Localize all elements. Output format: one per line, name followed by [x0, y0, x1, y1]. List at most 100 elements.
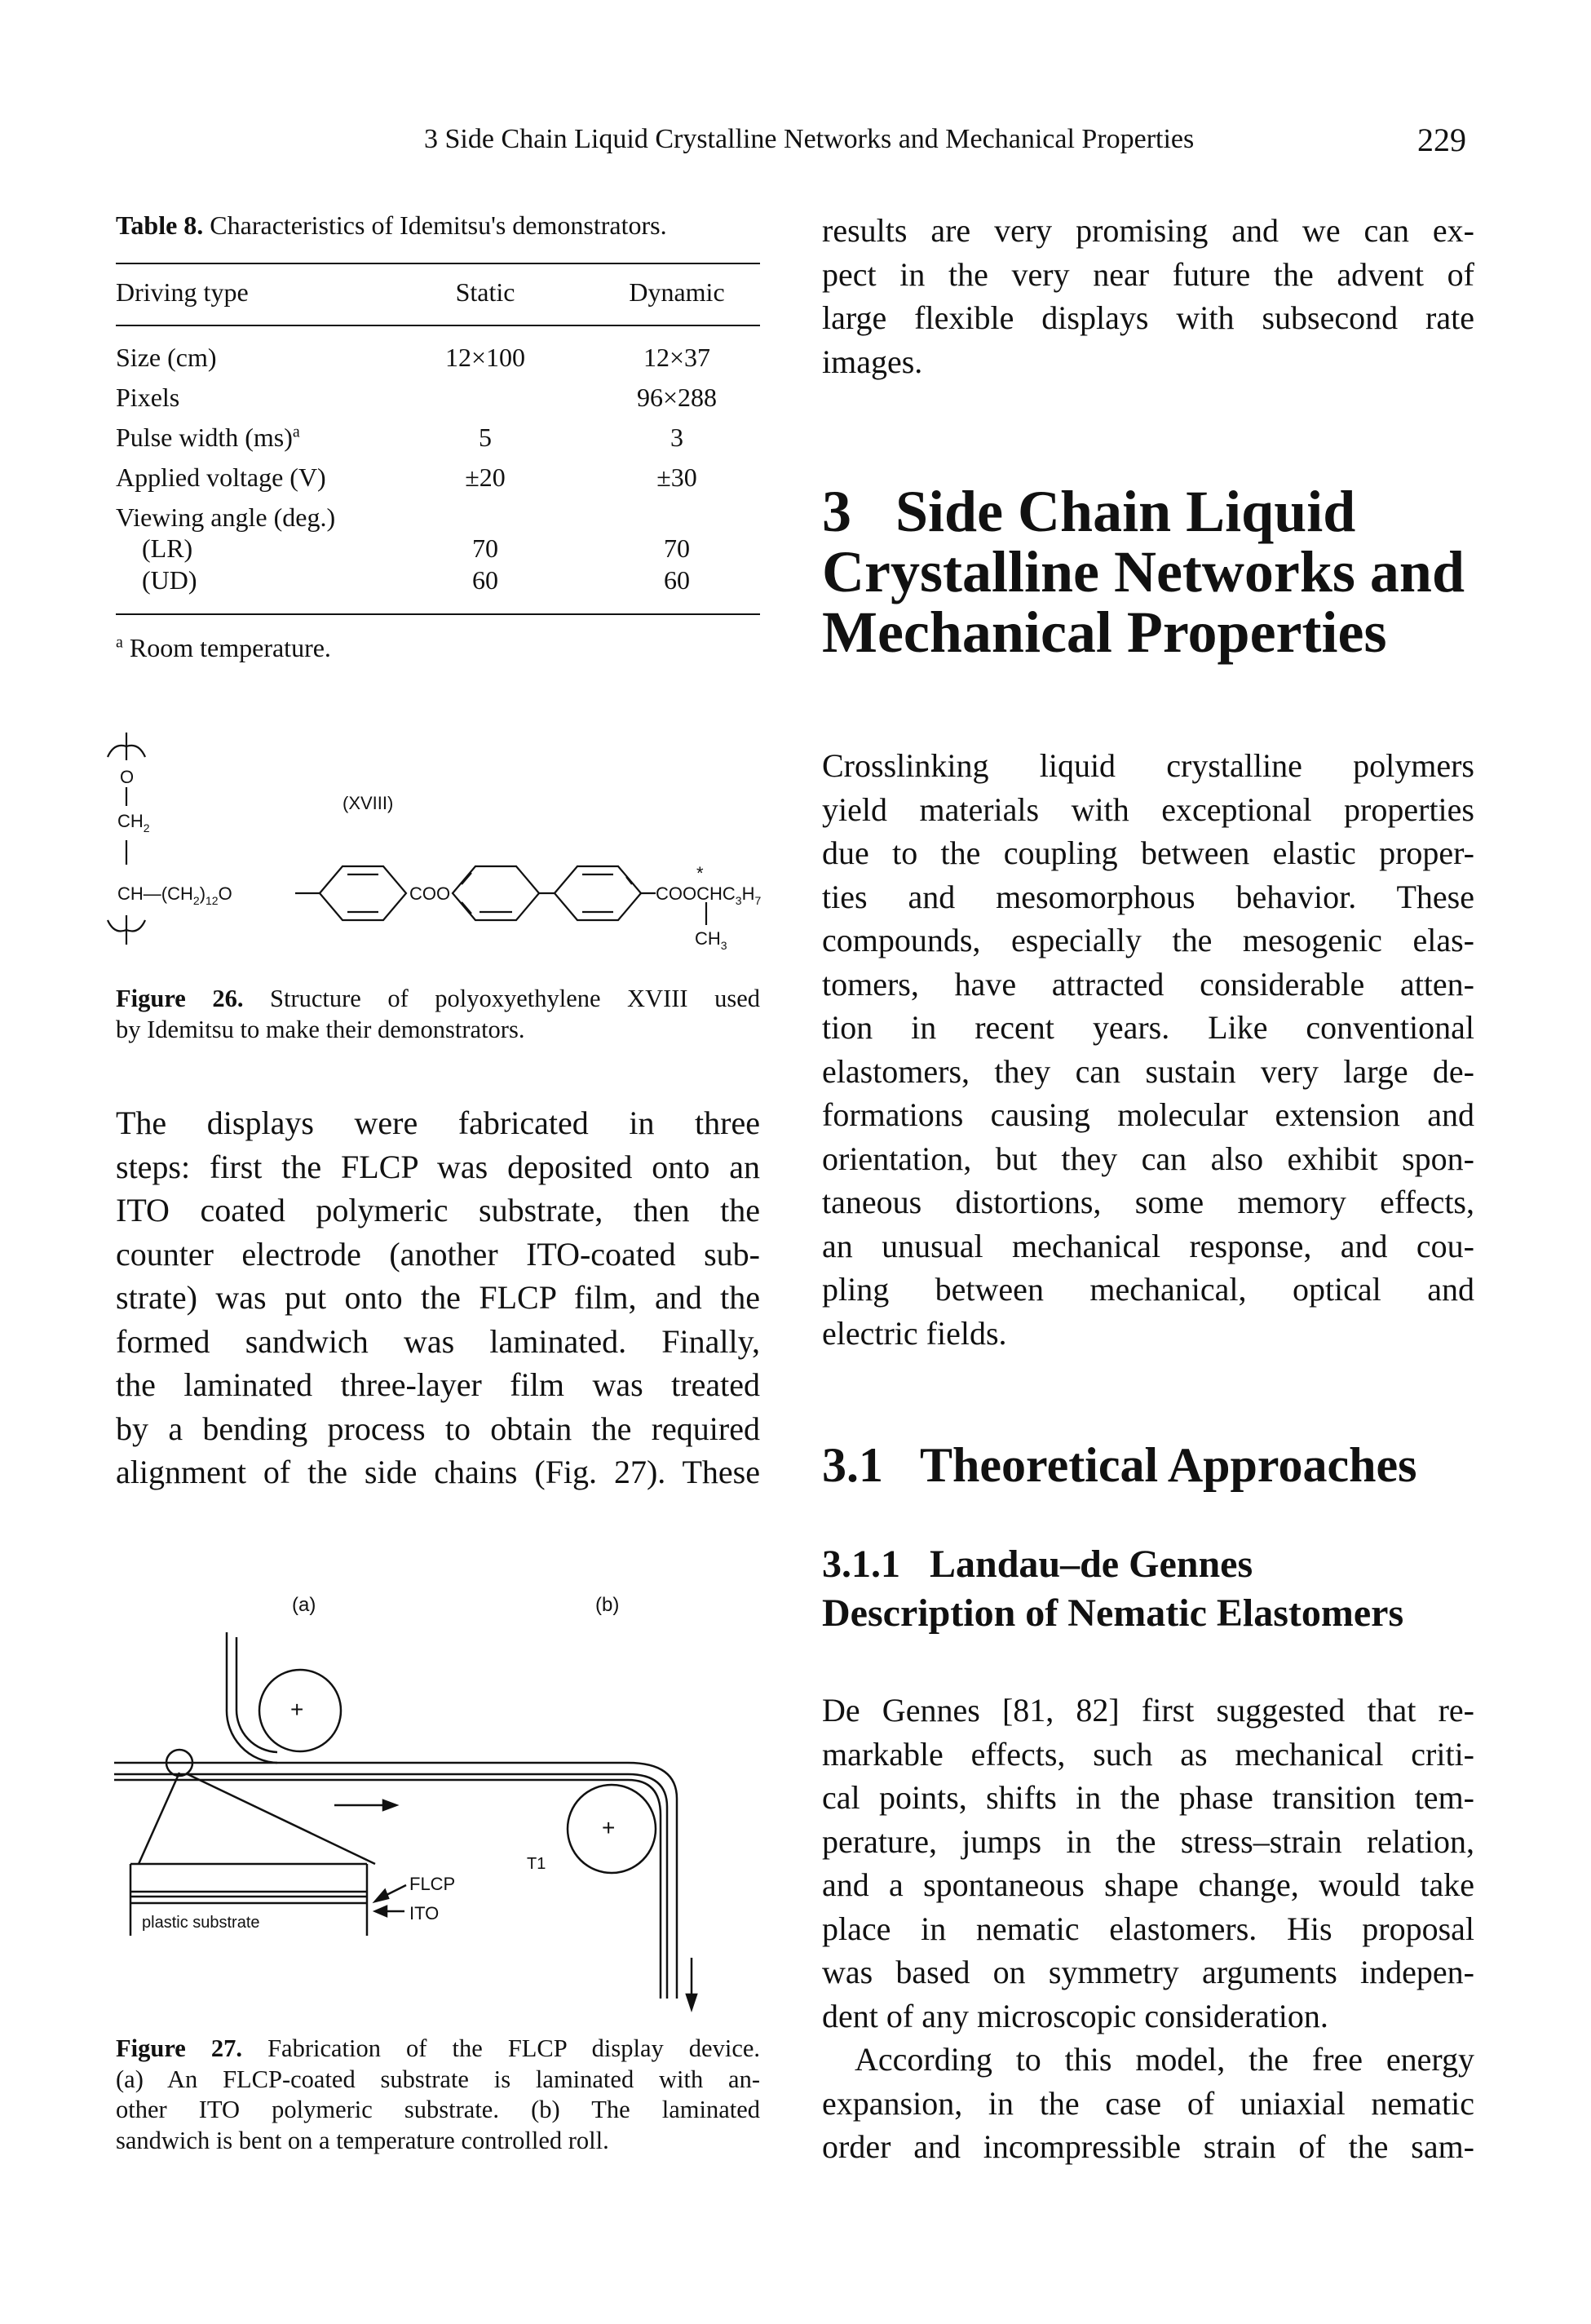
text-line: expansion, in the case of uniaxial nemat… — [822, 2084, 1474, 2122]
section-3-heading-line: Mechanical Properties — [822, 600, 1387, 665]
table-top-rule — [116, 263, 760, 264]
fig27-label-a: (a) — [292, 1594, 316, 1616]
table-cell: Pulse width (ms) — [116, 423, 293, 452]
fig26-chain-subscript: 2 — [193, 894, 200, 907]
table-caption-text: Characteristics of Idemitsu's demonstrat… — [210, 210, 667, 240]
fig27-substrate-label: plastic substrate — [142, 1914, 260, 1932]
text-line: by a bending process to obtain the requi… — [116, 1410, 760, 1447]
text-line: electric fields. — [822, 1314, 1007, 1352]
fig27-plus-a: + — [290, 1697, 303, 1722]
table-cell: Pixels — [116, 383, 180, 412]
section-title: Side Chain Liquid — [895, 479, 1356, 544]
text-line: strate) was put onto the FLCP film, and … — [116, 1279, 760, 1316]
fig26-o-label: O — [120, 767, 134, 787]
fig26-ester-h: H — [742, 883, 755, 904]
text-line: pling between mechanical, optical and — [822, 1271, 1474, 1308]
figure27-caption-text: Fabrication of the FLCP display device. — [267, 2034, 761, 2062]
fig26-ester-text: COOCHC — [656, 883, 736, 904]
text-line: De Gennes [81, 82] first suggested that … — [822, 1692, 1474, 1729]
figure27-caption: Figure 27. Fabrication of the FLCP displ… — [116, 2034, 760, 2156]
table-cell: Size (cm) — [116, 343, 217, 372]
table-cell: Viewing angle (deg.) — [116, 502, 336, 532]
table-footnote: a Room temperature. — [116, 633, 331, 663]
figure26-structure: O CH2 CH—(CH2)12O COO COOCHC3H7 * CH3 (X… — [106, 733, 761, 952]
page-number: 229 — [1417, 122, 1466, 158]
text-line: yield materials with exceptional propert… — [822, 790, 1474, 828]
fig26-ester-label: COOCHC3H7 — [656, 883, 761, 907]
table-cell: 96×288 — [636, 383, 718, 412]
fig26-methyl-label: CH3 — [695, 928, 727, 952]
section-title: Theoretical Approaches — [920, 1438, 1417, 1492]
text-line: tomers, have attracted considerable atte… — [822, 965, 1474, 1003]
right-top-paragraph: results are very promising and we can ex… — [822, 209, 1474, 383]
text-line: images. — [822, 343, 923, 380]
section-number: 3.1.1 — [822, 1543, 900, 1586]
text-line: the laminated three-layer film was treat… — [116, 1366, 760, 1403]
table-cell: ±20 — [465, 463, 506, 492]
section-3-1-1-heading-line: 3.1.1 Landau–de Gennes — [822, 1540, 1403, 1589]
fig26-ch2-text: CH — [117, 811, 144, 831]
fig26-chain-subscript-12: 12 — [206, 894, 219, 907]
text-line: due to the coupling between elastic prop… — [822, 834, 1474, 871]
table-cell: 5 — [479, 423, 492, 452]
fig26-ester-subscript-7: 7 — [754, 894, 761, 907]
section-3-1-1-paragraph: De Gennes [81, 82] first suggested that … — [822, 1689, 1474, 2038]
table-header-static: Static — [455, 277, 515, 307]
table-caption: Table 8. Characteristics of Idemitsu's d… — [116, 210, 667, 241]
table-cell: 70 — [472, 533, 498, 563]
table-footnote-text: Room temperature. — [129, 633, 331, 662]
text-line: taneous distortions, some memory effects… — [822, 1184, 1474, 1220]
table-bottom-rule — [116, 613, 760, 615]
fig26-coo-label: COO — [409, 883, 450, 904]
table-cell: Applied voltage (V) — [116, 463, 326, 492]
table-mid-rule — [116, 325, 760, 326]
section-number: 3 — [822, 479, 851, 544]
text-line: ITO coated polymeric substrate, then the — [116, 1192, 760, 1228]
fig27-flcp-label: FLCP — [409, 1874, 455, 1894]
table-cell: 60 — [472, 565, 498, 595]
text-line: perature, jumps in the stress–strain rel… — [822, 1822, 1474, 1860]
text-line: and a spontaneous shape change, would ta… — [822, 1866, 1474, 1903]
text-line: ties and mesomorphous behavior. These — [822, 878, 1474, 915]
fig26-ch2-subscript: 2 — [144, 821, 150, 834]
fig26-methyl-text: CH — [695, 928, 721, 949]
fig27-t1-label: T1 — [527, 1855, 546, 1873]
text-line: pect in the very near future the advent … — [822, 255, 1474, 293]
left-column-paragraph: The displays were fabricated in three st… — [116, 1101, 760, 1494]
figure26-caption-text: Structure of polyoxyethylene XVIII used — [270, 985, 761, 1012]
table-cell: 12×37 — [643, 343, 711, 372]
text-line: order and incompressible strain of the s… — [822, 2128, 1474, 2165]
text-line: formations causing molecular extension a… — [822, 1096, 1474, 1133]
fig27-plus-b: + — [602, 1815, 615, 1840]
figure27-caption-line: sandwich is bent on a temperature contro… — [116, 2126, 609, 2154]
section-3-1-heading: 3.1 Theoretical Approaches — [822, 1437, 1416, 1494]
table-cell: 3 — [670, 423, 683, 452]
section-3-heading-line: Crystalline Networks and — [822, 539, 1465, 604]
text-line: large flexible displays with subsecond r… — [822, 299, 1474, 336]
fig26-chain-o: O — [219, 883, 232, 904]
table-cell-pulse: Pulse width (ms)a — [116, 423, 300, 453]
text-line: orientation, but they can also exhibit s… — [822, 1140, 1474, 1177]
fig27-label-b: (b) — [595, 1594, 619, 1616]
fig26-chain-text: CH—(CH — [117, 883, 193, 904]
fig26-ester-subscript-3: 3 — [736, 894, 742, 907]
section-3-1-1-heading: 3.1.1 Landau–de Gennes Description of Ne… — [822, 1540, 1403, 1638]
text-line: tion in recent years. Like conventional — [822, 1009, 1474, 1046]
text-line: formed sandwich was laminated. Finally, — [116, 1322, 760, 1360]
figure27-caption-line: other ITO polymeric substrate. (b) The l… — [116, 2096, 760, 2123]
section-3-1-1-paragraph-2: According to this model, the free energy… — [822, 2038, 1474, 2169]
table-header-driving: Driving type — [116, 277, 249, 307]
table-header-dynamic: Dynamic — [629, 277, 725, 307]
section-3-heading-line: 3 Side Chain Liquid — [822, 481, 1465, 542]
figure27-diagram: (a) (b) + + FLCP ITO T1 plastic substrat… — [114, 1594, 698, 2012]
section-3-heading: 3 Side Chain Liquid Crystalline Networks… — [822, 481, 1465, 662]
table-footnote-marker: a — [116, 633, 123, 652]
fig26-methyl-subscript: 3 — [721, 939, 727, 952]
text-line: According to this model, the free energy — [855, 2041, 1474, 2078]
figure26-caption: Figure 26. Structure of polyoxyethylene … — [116, 984, 760, 1045]
figure26-caption-label: Figure 26. — [116, 985, 244, 1012]
table-cell: 12×100 — [444, 343, 526, 372]
table-caption-label: Table 8. — [116, 210, 204, 240]
text-line: steps: first the FLCP was deposited onto… — [116, 1148, 760, 1185]
figure27-caption-line: (a) An FLCP-coated substrate is laminate… — [116, 2065, 760, 2093]
